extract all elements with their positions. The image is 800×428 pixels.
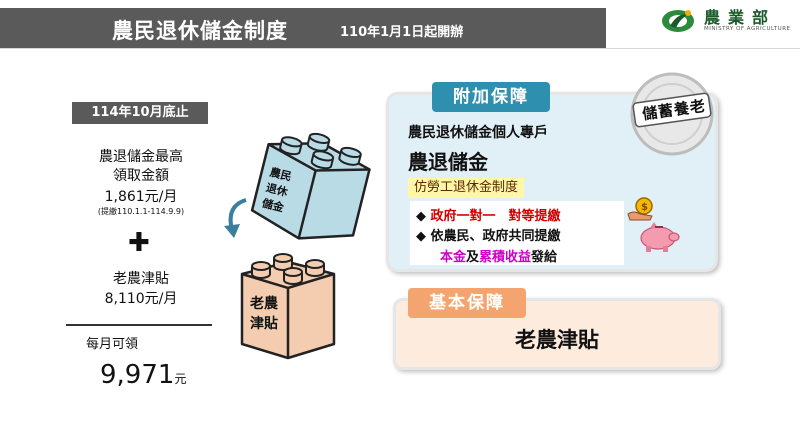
bullet-3-principal: 本金 bbox=[440, 250, 467, 265]
lego-bottom-label-1: 老農 bbox=[250, 295, 278, 312]
header-divider bbox=[0, 48, 800, 49]
lego-top-label-2: 退休 bbox=[264, 180, 290, 199]
bullet-3-returns: 累積收益 bbox=[479, 250, 532, 265]
bullet-3-and: 及 bbox=[466, 250, 480, 265]
savings-seal-icon bbox=[630, 72, 714, 156]
basic-protection-tab: 基本保障 bbox=[408, 288, 526, 318]
max-amount: 1,861元/月 bbox=[104, 189, 178, 205]
date-badge: 114年10月底止 bbox=[72, 102, 208, 124]
monthly-label: 每月可領 bbox=[86, 337, 139, 352]
curved-arrow-icon bbox=[224, 198, 247, 238]
extra-line1: 農民退休儲金個人專戶 bbox=[408, 125, 548, 141]
diamond-icon: ◆ bbox=[416, 229, 431, 244]
basic-protection-main: 老農津貼 bbox=[515, 328, 599, 352]
lego-top-label-1: 農民 bbox=[268, 165, 293, 184]
plus-icon: ✚ bbox=[128, 228, 150, 258]
lego-bottom-label-2: 津貼 bbox=[250, 315, 278, 332]
total-value: 9,971 bbox=[100, 360, 175, 390]
bullet-2-text: 依農民、政府共同提繳 bbox=[430, 229, 561, 244]
diamond-icon: ◆ bbox=[416, 209, 431, 224]
moa-logo-icon bbox=[662, 10, 694, 32]
svg-text:$: $ bbox=[641, 202, 648, 213]
logo-english: MINISTRY OF AGRICULTURE bbox=[704, 26, 791, 32]
max-label-line2: 領取金額 bbox=[113, 168, 169, 184]
total-unit: 元 bbox=[174, 372, 187, 386]
bullet-3-issued: 發給 bbox=[531, 250, 558, 265]
extra-line3: 仿勞工退休金制度 bbox=[408, 178, 525, 198]
extra-protection-tab: 附加保障 bbox=[432, 82, 550, 112]
max-note: (提繳110.1.1-114.9.9) bbox=[97, 207, 185, 216]
lego-bottom-block: 老農 津貼 bbox=[240, 253, 336, 360]
max-label-line1: 農退儲金最高 bbox=[99, 149, 183, 165]
bullet-1-text: 政府一對一 對等提繳 bbox=[430, 209, 561, 224]
lego-top-label-3: 儲金 bbox=[260, 195, 287, 214]
bullet-2: ◆ 依農民、政府共同提繳 bbox=[416, 225, 561, 244]
bullet-box bbox=[410, 201, 624, 265]
monthly-total: 9,971元 bbox=[100, 360, 186, 390]
lego-top-block: 農民 退休 儲金 bbox=[250, 132, 371, 240]
header-bar: 農民退休儲金制度 110年1月1日起開辦 bbox=[0, 8, 606, 48]
piggy-bank-icon bbox=[640, 222, 680, 252]
extra-line2: 農退儲金 bbox=[408, 150, 488, 174]
logo-name: 農業部 bbox=[704, 8, 777, 27]
coin-hand-icon: $ bbox=[627, 197, 653, 221]
allowance-label: 老農津貼 bbox=[113, 271, 169, 287]
bullet-3: 本金及累積收益發給 bbox=[440, 246, 557, 265]
page-subtitle: 110年1月1日起開辦 bbox=[340, 25, 464, 40]
page-title: 農民退休儲金制度 bbox=[112, 19, 288, 43]
bullet-1: ◆ 政府一對一 對等提繳 bbox=[416, 205, 561, 224]
sum-divider bbox=[66, 324, 212, 326]
allowance-amount: 8,110元/月 bbox=[104, 291, 178, 307]
